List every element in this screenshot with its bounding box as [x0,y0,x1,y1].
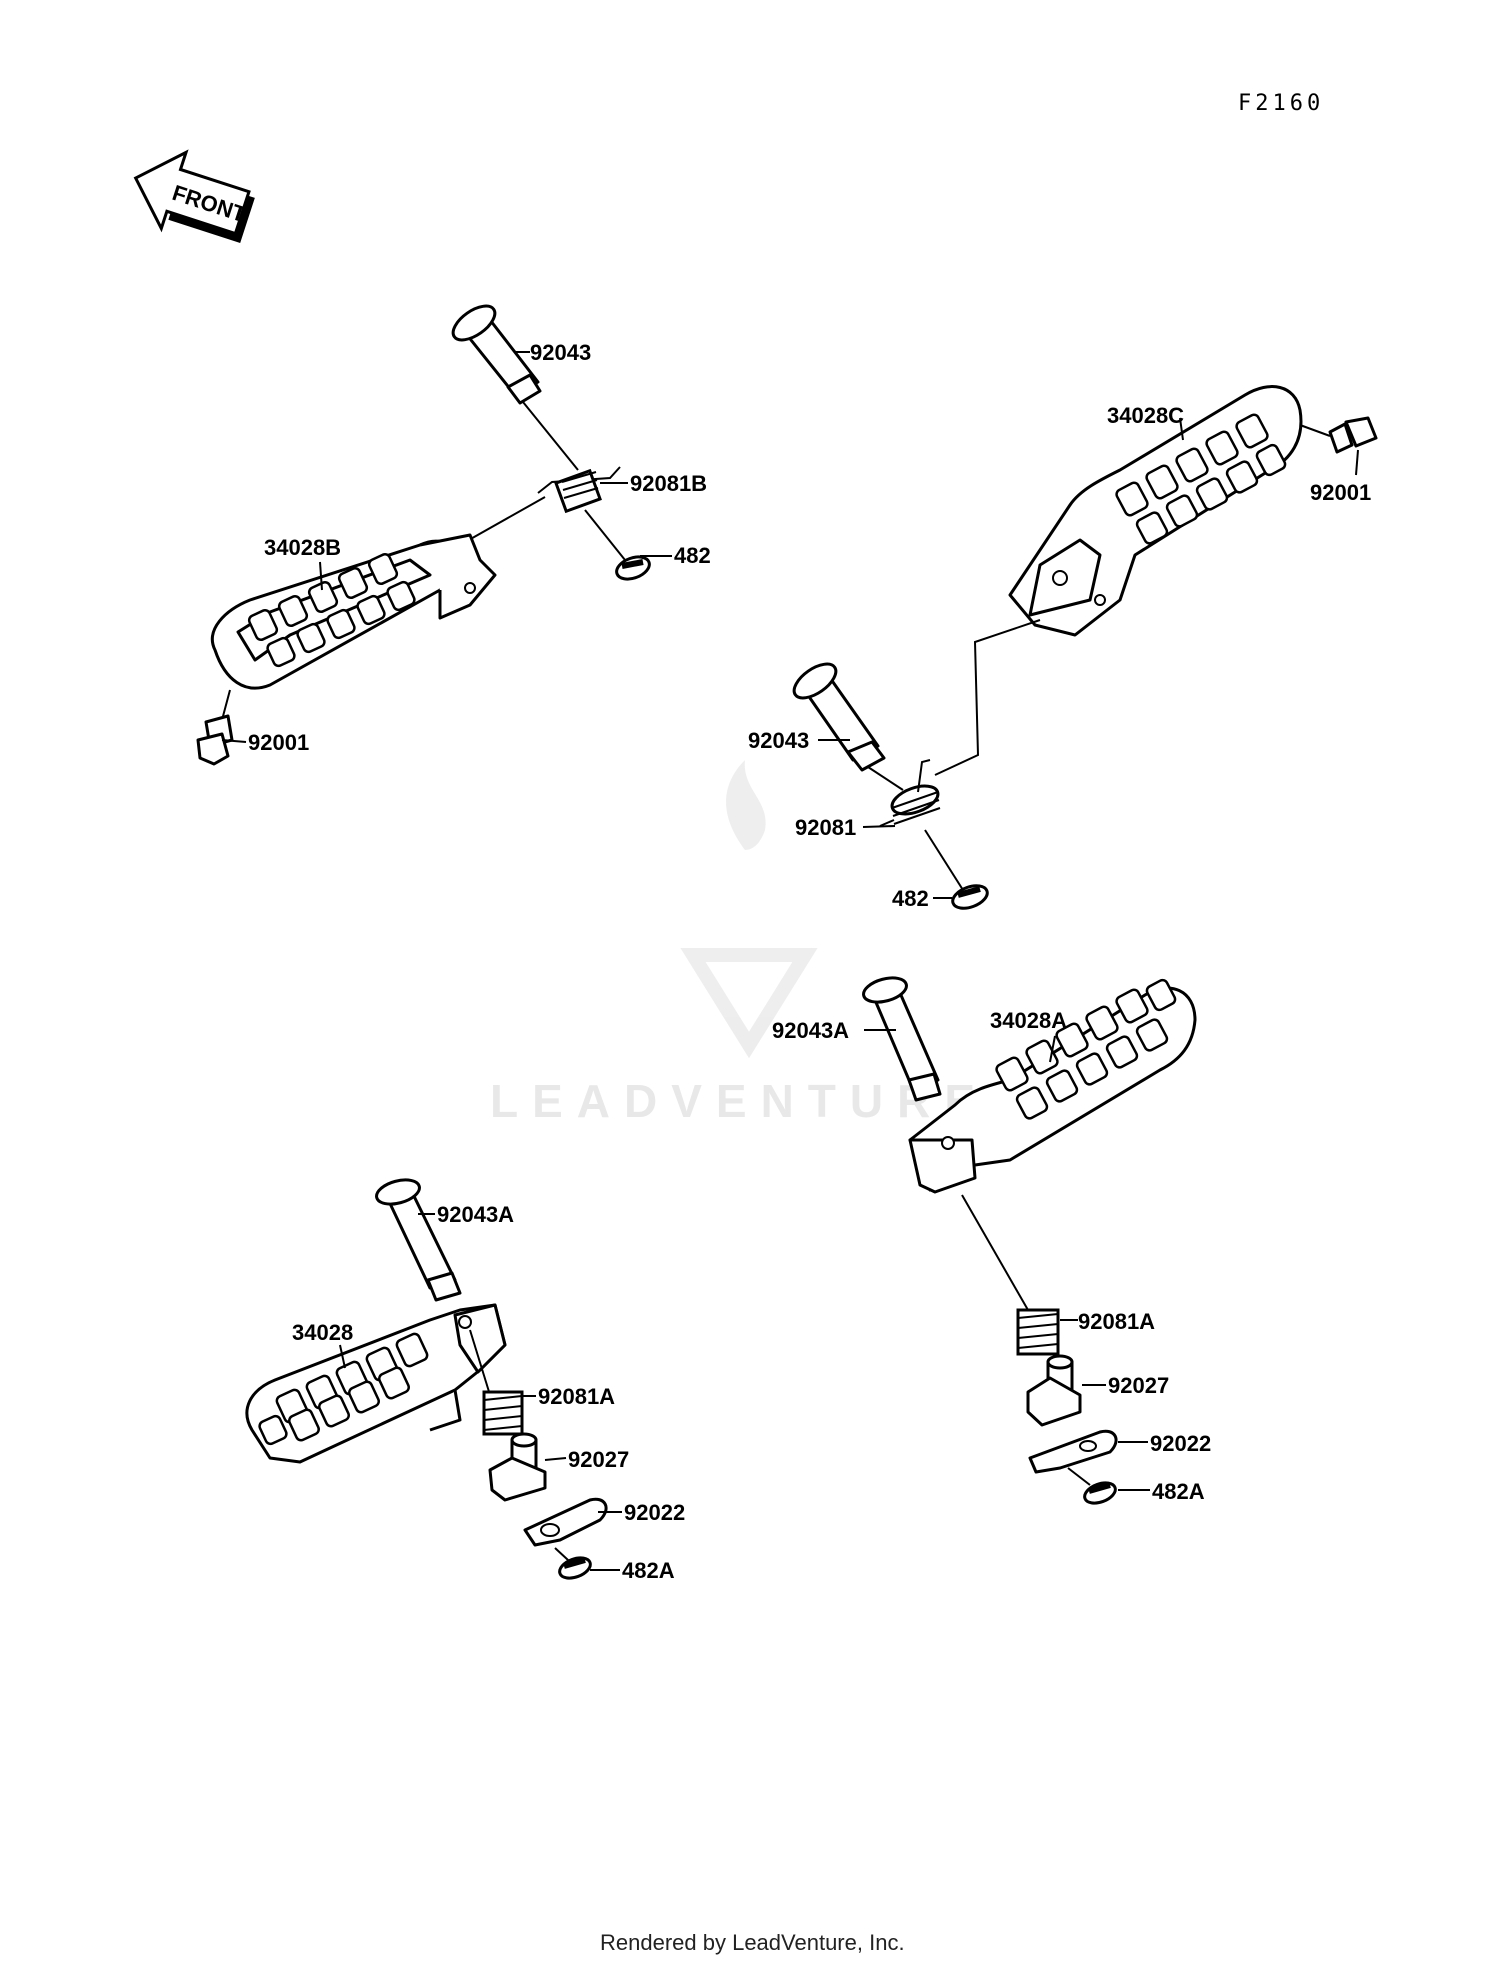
bl-pin-label: 92043A [437,1202,514,1227]
bl-clip-label: 482A [622,1558,675,1583]
tr-clip-label: 482 [892,886,929,911]
tl-clip-part [615,555,651,581]
br-holder-label: 92027 [1108,1373,1169,1398]
br-spring-part [1016,1308,1060,1356]
tl-spring-part [537,466,621,514]
bl-footrest-part [245,1303,507,1464]
br-holder-part [1026,1354,1082,1427]
tl-bolt-label: 92001 [248,730,309,755]
br-clip-part [1083,1481,1117,1505]
tl-spring-label: 92081B [630,471,707,496]
diagram-code: F2160 [1238,91,1324,116]
tr-footrest-part [1008,385,1303,637]
br-pin-label: 92043A [772,1018,849,1043]
br-footrest-part [908,978,1197,1194]
tr-pin-part [792,662,886,772]
br-plate-label: 92022 [1150,1431,1211,1456]
tr-pin-label: 92043 [748,728,809,753]
tr-spring-label: 92081 [795,815,856,840]
br-footrest-label: 34028A [990,1008,1067,1033]
bottom-right-assembly: 92043A 34028A 92081A 92027 92022 482A [772,976,1211,1505]
tl-clip-label: 482 [674,543,711,568]
top-left-assembly: 92043 92081B 482 34028B 92001 [196,304,711,766]
tr-clip-part [951,884,989,910]
bottom-left-assembly: 92043A 34028 92081A 92027 92022 482A [245,1178,685,1583]
tl-footrest-part [211,533,497,690]
footer-credit: Rendered by LeadVenture, Inc. [600,1930,905,1955]
bl-clip-part [558,1556,592,1580]
tl-footrest-label: 34028B [264,535,341,560]
br-clip-label: 482A [1152,1479,1205,1504]
tl-pin-label: 92043 [530,340,591,365]
tr-footrest-label: 34028C [1107,403,1184,428]
br-spring-label: 92081A [1078,1309,1155,1334]
watermark-text: LEADVENTURE [490,1075,989,1127]
tr-bolt-part [1328,416,1378,454]
tl-bolt-part [196,714,234,766]
bl-plate-part [523,1497,608,1547]
tr-spring-part [879,759,941,827]
bl-spring-part [482,1390,524,1436]
tr-bolt-label: 92001 [1310,480,1371,505]
bl-footrest-label: 34028 [292,1320,353,1345]
front-arrow-icon: FRONT [133,149,255,244]
bl-plate-label: 92022 [624,1500,685,1525]
bl-holder-label: 92027 [568,1447,629,1472]
bl-holder-part [488,1432,547,1502]
tl-pin-part [451,304,542,405]
watermark-logo: LEADVENTURE [490,760,989,1127]
br-pin-part [862,976,942,1102]
br-plate-part [1028,1429,1118,1474]
top-right-assembly: 34028C 92001 92043 92081 482 [748,385,1378,911]
bl-spring-label: 92081A [538,1384,615,1409]
bl-pin-part [375,1178,462,1302]
